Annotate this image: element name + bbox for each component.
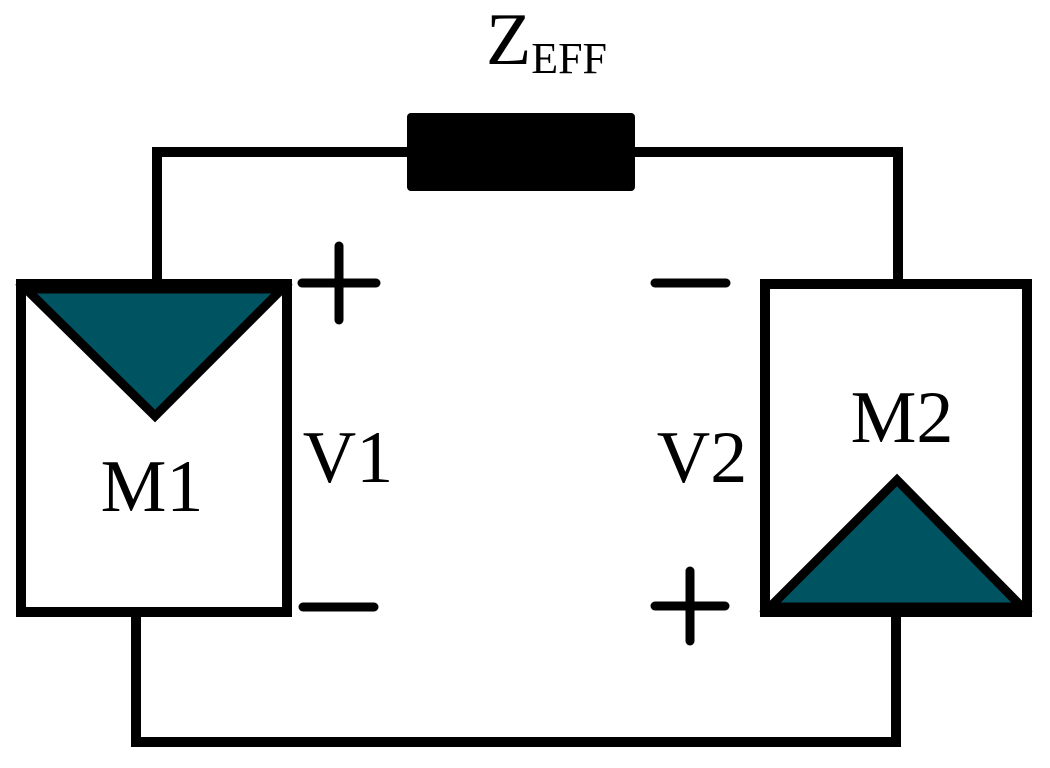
module-m2-diode-triangle — [759, 473, 1033, 612]
impedance-label-subscript: EFF — [531, 34, 607, 83]
module-m1-diode-triangle — [15, 284, 293, 423]
module-m1-label: M1 — [101, 446, 204, 528]
module-m1: M1 — [15, 279, 293, 617]
v2-label: V2 — [657, 417, 747, 499]
v1-polarity — [297, 241, 381, 612]
module-m2: M2 — [759, 279, 1033, 617]
v1-label: V1 — [303, 417, 393, 499]
bottom-wire — [131, 607, 901, 747]
top-left-wire — [152, 147, 415, 288]
impedance-element — [407, 113, 635, 191]
impedance-label: ZEFF — [486, 0, 607, 83]
wires — [131, 147, 903, 747]
v1-plus-sign — [297, 241, 381, 325]
module-m2-label: M2 — [851, 377, 954, 459]
v2-polarity — [650, 278, 731, 646]
top-right-wire — [627, 147, 903, 288]
v2-plus-sign — [650, 566, 730, 646]
impedance-label-main: Z — [486, 0, 531, 81]
